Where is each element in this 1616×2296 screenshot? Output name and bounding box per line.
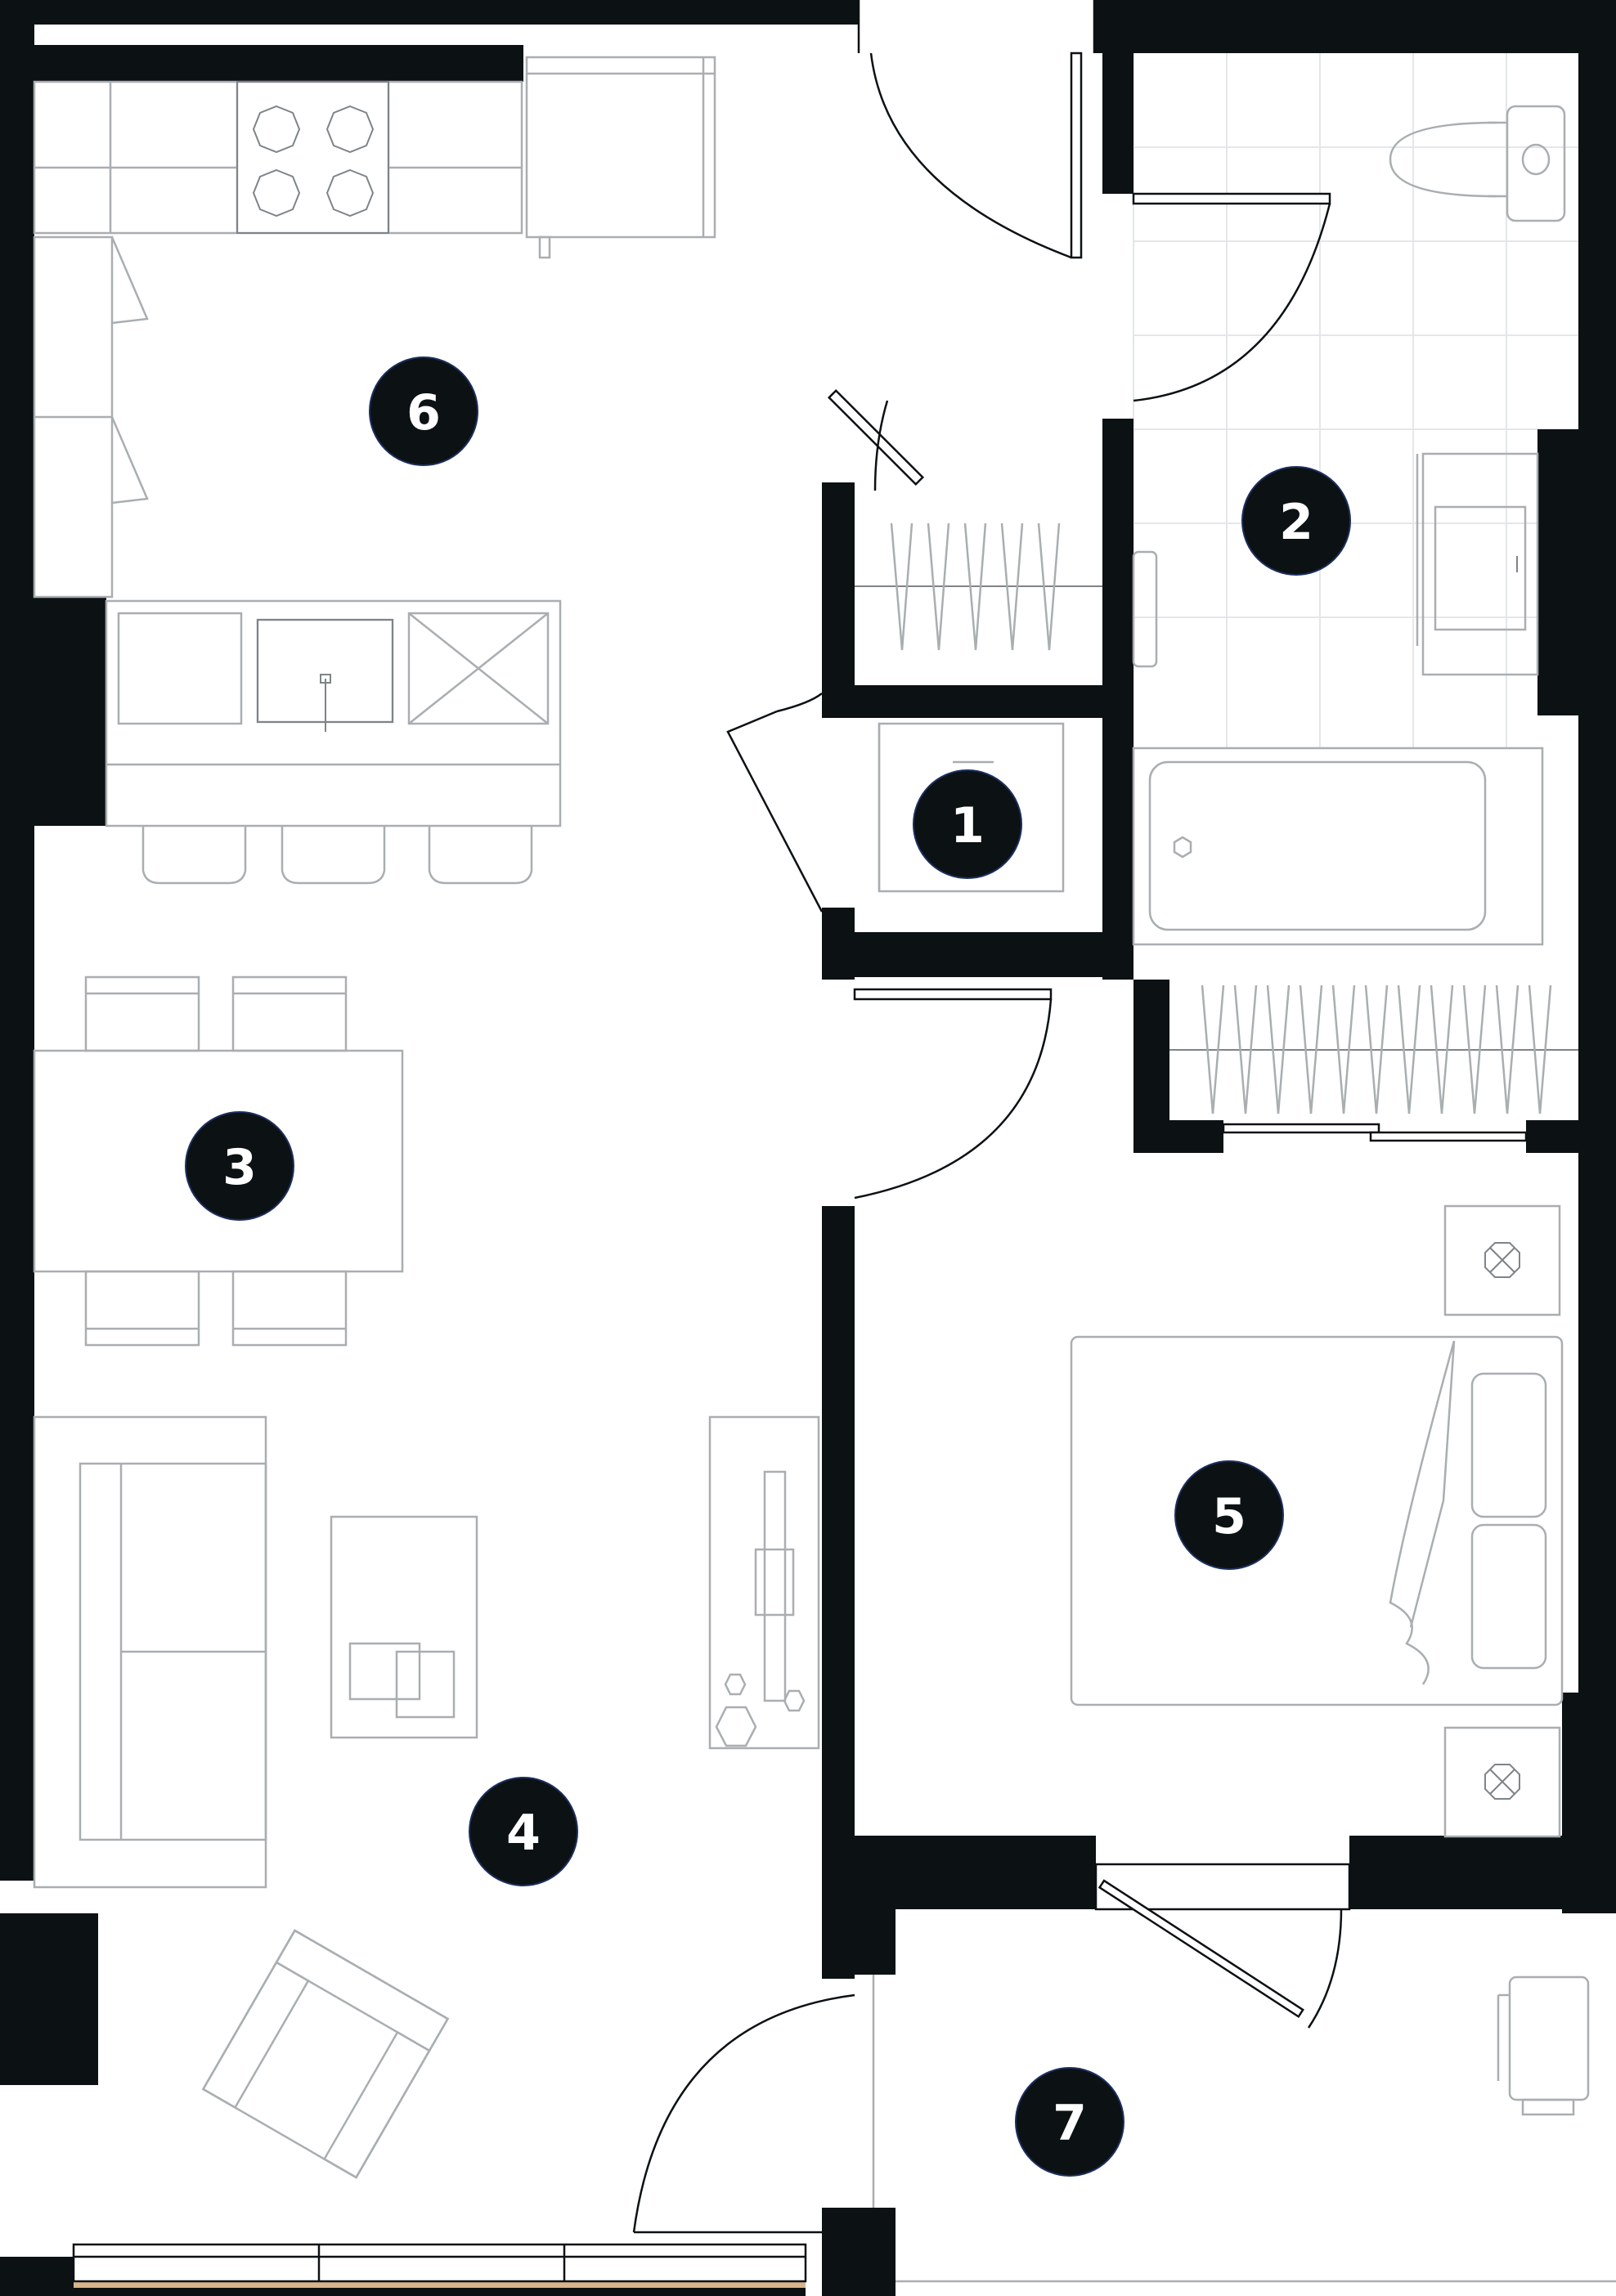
room-number-7: 7 [1053,2095,1087,2152]
fridge-icon [525,56,716,259]
room-number-3: 3 [222,1139,257,1196]
bed [1070,1335,1564,1706]
room-number-6: 6 [406,384,441,442]
balcony-door-living[interactable] [632,1993,855,2234]
dining-chairs [84,975,348,1347]
bathroom-door[interactable] [1132,192,1331,402]
closet-sliding-doors[interactable] [1222,1123,1528,1142]
towel-rail [1132,550,1158,668]
storage-door[interactable] [827,388,925,491]
room-badge-7: 7 [1015,2067,1124,2177]
stove-icon [236,81,389,234]
room-badge-5: 5 [1174,1460,1284,1570]
sofa [33,1415,267,1889]
room-badge-1: 1 [913,769,1022,879]
balcony-door-bedroom[interactable] [1094,1863,1351,2029]
armchair [201,1929,450,2179]
toilet-icon [1389,105,1566,222]
kitchen-island [105,599,562,827]
bedroom-door[interactable] [853,988,1053,1200]
balcony-lounger [1497,1975,1590,2116]
tv-unit [708,1415,820,1750]
room-badge-2: 2 [1241,466,1351,576]
room-number-1: 1 [950,797,985,854]
coffee-table [330,1515,478,1739]
washing-machine-icon [878,722,1065,893]
nightstand-bottom [1443,1726,1561,1838]
storage-wardrobe [855,522,1102,651]
room-badge-3: 3 [185,1111,294,1221]
balcony-railing [872,1975,1616,2283]
room-number-2: 2 [1279,494,1313,551]
bathroom-vanity [1416,452,1539,676]
nightstand-top [1443,1204,1561,1316]
doors [632,0,1528,2234]
windows [72,2243,807,2283]
room-number-5: 5 [1212,1488,1246,1545]
bedroom-wardrobe [1169,984,1578,1114]
kitchen-tall-cabinets [33,235,149,599]
kitchen-counter-top [33,80,523,235]
bathtub-icon [1132,747,1544,946]
room-number-4: 4 [506,1805,541,1862]
room-badge-6: 6 [369,357,478,466]
room-badge-4: 4 [469,1777,578,1886]
bathroom-tile-grid [1133,53,1578,748]
entrance-door[interactable] [857,0,1096,259]
utility-door[interactable] [726,693,824,913]
kitchen-sink-icon [257,619,393,732]
dining-table [33,1049,404,1273]
bar-stools [141,826,533,885]
